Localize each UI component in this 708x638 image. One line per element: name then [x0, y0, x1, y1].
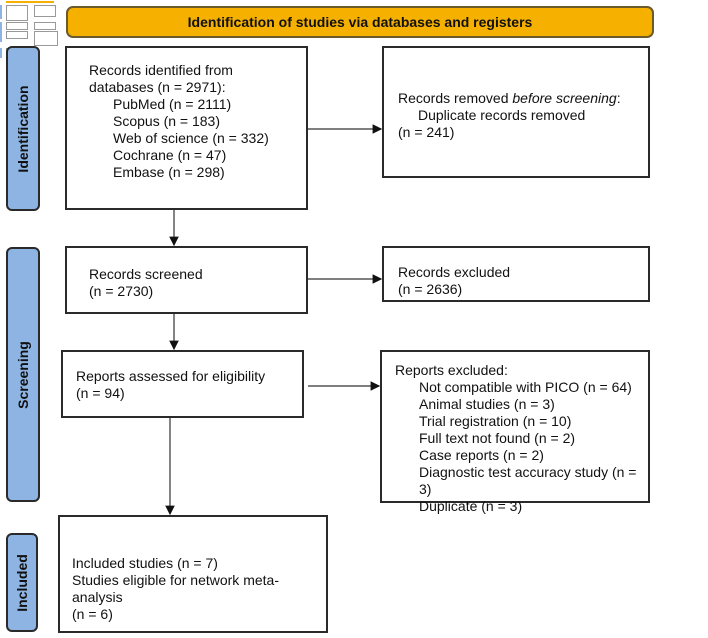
database-item: PubMed (n = 2111)	[113, 96, 232, 112]
exclusion-item: Not compatible with PICO (n = 64)	[419, 379, 632, 395]
box-text: databases (n = 2971):	[89, 79, 226, 95]
text-emphasis: before screening	[512, 90, 617, 106]
database-item: Scopus (n = 183)	[113, 113, 221, 129]
records-screened-box: Records screened (n = 2730)	[65, 246, 308, 314]
box-text: Reports excluded:	[395, 362, 508, 378]
section-header: Identification of studies via databases …	[66, 6, 654, 38]
exclusion-item: Animal studies (n = 3)	[419, 396, 555, 412]
reports-excluded-box: Reports excluded: Not compatible with PI…	[380, 350, 650, 514]
box-text: Records removed before screening:	[398, 90, 638, 107]
database-item: Cochrane (n = 47)	[113, 147, 227, 163]
phase-identification: Identification	[6, 46, 40, 211]
reports-assessed-box: Reports assessed for eligibility (n = 94…	[61, 350, 304, 418]
box-text: Records screened	[89, 266, 203, 282]
exclusion-item: Case reports (n = 2)	[419, 447, 544, 463]
box-text: Studies eligible for network meta-analys…	[72, 572, 279, 605]
exclusion-item: Duplicate (n = 3)	[419, 498, 523, 514]
database-item: Embase (n = 298)	[113, 164, 225, 180]
phase-included: Included	[6, 533, 38, 632]
box-text: (n = 241)	[398, 124, 455, 140]
records-excluded-box: Records excluded (n = 2636)	[382, 246, 650, 302]
records-removed-box: Records removed before screening: Duplic…	[382, 46, 650, 178]
exclusion-item: Full text not found (n = 2)	[419, 430, 576, 446]
header-title: Identification of studies via databases …	[187, 14, 533, 30]
box-text: Records excluded	[398, 264, 511, 280]
phase-screening: Screening	[6, 247, 40, 502]
exclusion-item: Trial registration (n = 10)	[419, 413, 572, 429]
box-text: Included studies (n = 7)	[72, 555, 218, 571]
box-text: Records identified from	[89, 62, 233, 78]
box-text: (n = 2636)	[398, 281, 463, 297]
text-part: :	[616, 90, 621, 106]
included-studies-box: Included studies (n = 7) Studies eligibl…	[58, 515, 328, 633]
records-identified-box: Records identified from databases (n = 2…	[65, 46, 308, 210]
box-text: (n = 2730)	[89, 283, 154, 299]
database-item: Web of science (n = 332)	[113, 130, 269, 146]
exclusion-item: Diagnostic test accuracy study (n = 3)	[419, 464, 637, 497]
box-text: (n = 6)	[72, 606, 113, 622]
box-text: (n = 94)	[76, 385, 125, 401]
box-text: Reports assessed for eligibility	[76, 368, 266, 384]
text-part: Records removed	[398, 90, 513, 106]
box-text: Duplicate records removed	[418, 107, 586, 123]
